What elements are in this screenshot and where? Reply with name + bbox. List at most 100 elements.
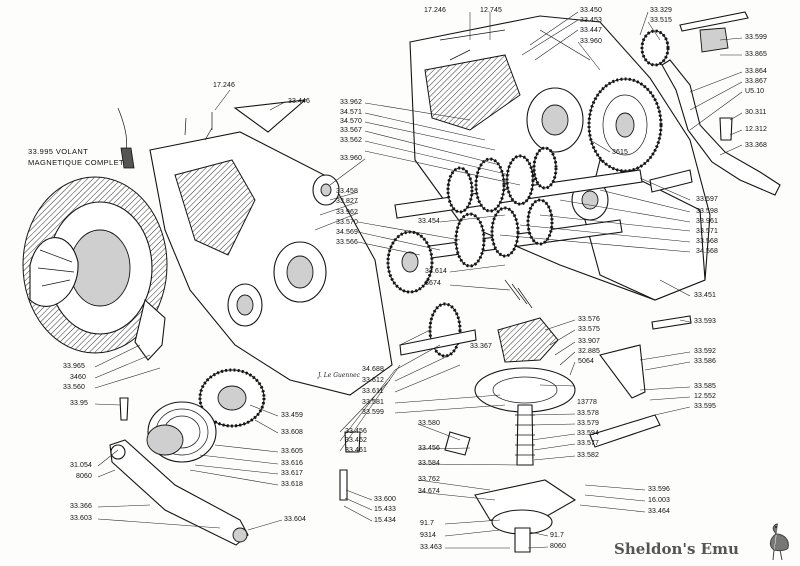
part-label: 33.603	[70, 515, 93, 522]
part-label: 33.597	[696, 196, 719, 203]
part-label: 33.595	[694, 403, 717, 410]
part-label: 34.571	[340, 109, 363, 116]
part-label: 33.586	[694, 358, 717, 365]
clutch-assembly	[119, 298, 266, 463]
emu-logo-icon	[769, 523, 789, 561]
part-label: 33.617	[281, 470, 304, 477]
part-label: 33.461	[345, 447, 368, 454]
part-label: 33.329	[650, 7, 673, 14]
part-label: 17.246	[213, 82, 236, 89]
gear-change-lever	[649, 59, 781, 330]
part-label: 34.674	[418, 488, 441, 495]
part-label: 12.552	[694, 393, 717, 400]
part-label: 3674	[425, 280, 441, 287]
part-label: 33.366	[70, 503, 93, 510]
caption-line-2: MAGNETIQUE COMPLET	[28, 158, 124, 167]
part-label: 33.864	[745, 68, 768, 75]
part-label: 33.762	[418, 476, 441, 483]
part-label: 33.454	[418, 218, 441, 225]
part-label: 32.885	[578, 348, 601, 355]
part-label: 33.570	[336, 219, 359, 226]
part-label: 33.568	[696, 238, 719, 245]
part-label: 33.865	[745, 51, 768, 58]
leader-lines	[94, 11, 743, 549]
part-label: 15.434	[374, 517, 397, 524]
part-label: 33.451	[694, 292, 717, 299]
part-label: 33.95	[70, 400, 89, 407]
part-label: 33.446	[288, 98, 311, 105]
part-label: 33.582	[577, 452, 600, 459]
part-label: 33.592	[694, 348, 717, 355]
part-label: 33.576	[578, 316, 601, 323]
part-label: 33.575	[578, 326, 601, 333]
part-label: 33.560	[63, 384, 86, 391]
kickstart-lever	[109, 431, 361, 546]
part-label: U5.10	[745, 88, 765, 95]
part-label: 33.453	[580, 17, 603, 24]
gear-selector	[444, 317, 661, 553]
part-label: 33.562	[340, 137, 363, 144]
part-label: 34.568	[696, 248, 719, 255]
part-label: 33.605	[281, 448, 304, 455]
part-label: 91.7	[550, 532, 565, 539]
part-label: 33.567	[340, 127, 363, 134]
part-label: 33.608	[281, 429, 304, 436]
part-label: 8060	[76, 473, 92, 480]
part-label: 33.616	[281, 460, 304, 467]
part-label: 33.867	[745, 78, 768, 85]
part-label: 33.907	[578, 338, 601, 345]
watermark: Sheldon's Emu	[614, 540, 739, 558]
part-label: 33.566	[336, 239, 359, 246]
part-label: 33.581	[362, 399, 385, 406]
part-label: 12.745	[480, 7, 503, 14]
part-label: 9314	[420, 532, 436, 539]
left-crankcase	[149, 99, 393, 396]
part-label: 33.571	[696, 228, 719, 235]
part-label: 33.965	[63, 363, 86, 370]
part-label: 33.596	[648, 486, 671, 493]
gearbox-shafts	[386, 146, 643, 358]
part-label: 33.580	[418, 420, 441, 427]
part-label: 33.450	[580, 7, 603, 14]
part-label: 8060	[550, 543, 566, 550]
part-label: 33.515	[650, 17, 673, 24]
part-label: 33.459	[281, 412, 304, 419]
part-label: 33.464	[648, 508, 671, 515]
part-label: 33.462	[345, 437, 368, 444]
part-label: 34.570	[340, 118, 363, 125]
part-label: 33.456	[418, 445, 441, 452]
part-label: 33.961	[696, 218, 719, 225]
part-label: 33.618	[281, 481, 304, 488]
part-label: 33.604	[284, 516, 307, 523]
part-label: 91.7	[420, 520, 435, 527]
part-label: 33.960	[340, 155, 363, 162]
part-label: 13778	[577, 399, 597, 406]
part-label: 33.593	[694, 318, 717, 325]
flywheel-magneto	[22, 107, 168, 354]
part-label: 16.003	[648, 497, 671, 504]
part-label: 5064	[578, 358, 594, 365]
part-label: 33.611	[362, 388, 384, 395]
part-label: 33.599	[745, 34, 768, 41]
caption-line-1: 33.995 VOLANT	[28, 147, 89, 156]
part-label: 3460	[70, 374, 86, 381]
part-label: 12.312	[745, 126, 768, 133]
part-label: 3615	[612, 149, 628, 156]
part-label: 34.688	[362, 366, 385, 373]
part-label: 33.960	[580, 38, 603, 45]
part-label: 33.598	[696, 208, 719, 215]
part-label: 33.614	[425, 268, 448, 275]
part-label: 33.368	[745, 142, 768, 149]
part-label: 33.577	[577, 440, 600, 447]
part-label: 15.433	[374, 506, 397, 513]
part-label: 34.569	[336, 229, 359, 236]
part-label: 30.311	[745, 109, 767, 116]
part-label: 33.367	[470, 343, 493, 350]
part-label: 33.584	[418, 460, 441, 467]
part-label: 33.962	[340, 99, 363, 106]
part-label: 33.585	[694, 383, 717, 390]
part-label: 33.600	[374, 496, 397, 503]
part-label: 33.599	[362, 409, 385, 416]
